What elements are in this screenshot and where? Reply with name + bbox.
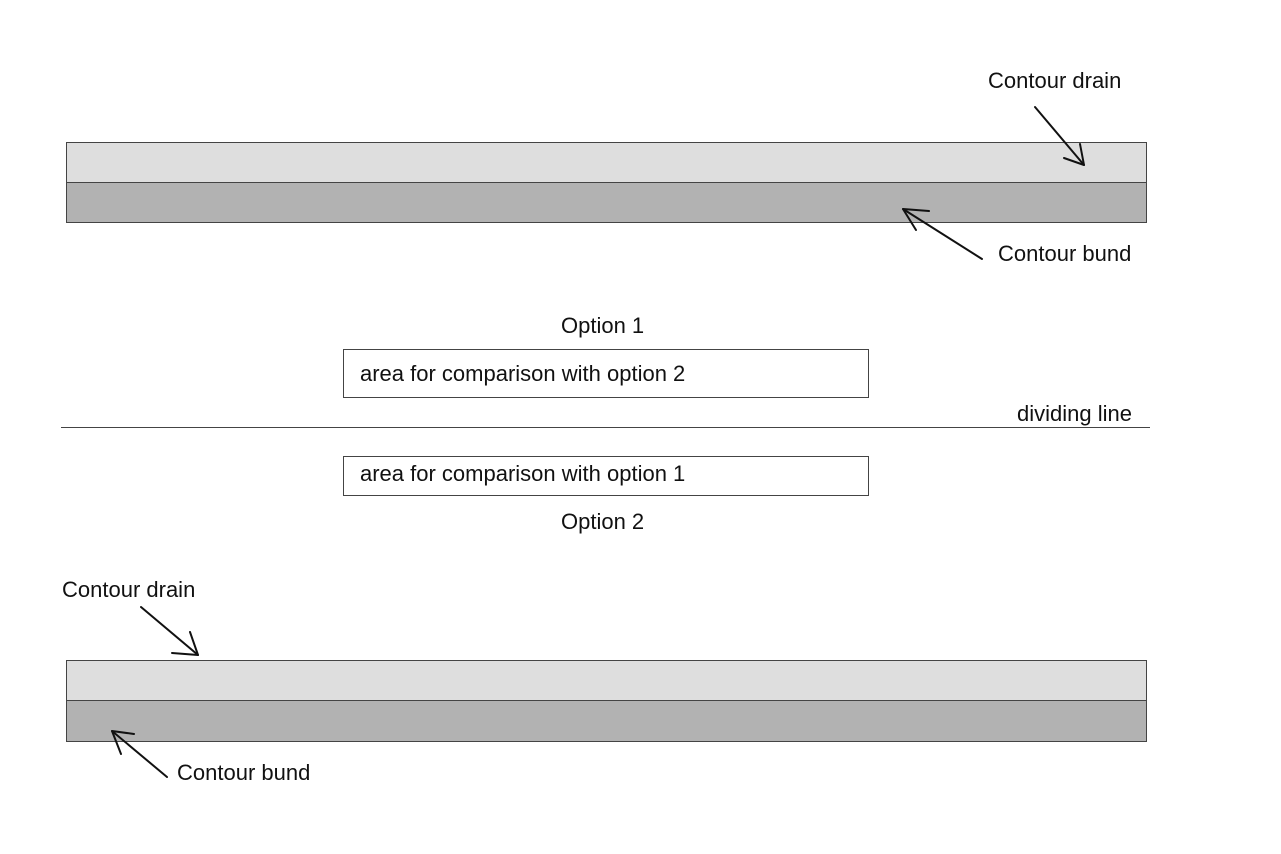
top-bund-label: Contour bund xyxy=(998,241,1132,266)
option1-title: Option 1 xyxy=(561,313,645,338)
bottom-bund-label: Contour bund xyxy=(177,760,311,785)
top-drain-label: Contour drain xyxy=(988,68,1122,93)
option1-box-text: area for comparison with option 2 xyxy=(360,361,686,386)
option1-comparison-box: area for comparison with option 2 xyxy=(343,349,869,398)
top-contour-drain xyxy=(66,142,1147,183)
bottom-contour-bund xyxy=(66,700,1147,742)
option2-box-text: area for comparison with option 1 xyxy=(360,461,686,486)
dividing-line xyxy=(61,427,1150,428)
option2-comparison-box: area for comparison with option 1 xyxy=(343,456,869,496)
bottom-drain-arrow xyxy=(140,606,199,656)
bottom-drain-label: Contour drain xyxy=(62,577,196,602)
top-contour-bund xyxy=(66,182,1147,223)
top-drain-arrow xyxy=(1034,106,1085,166)
dividing-line-label: dividing line xyxy=(1017,401,1132,426)
option2-title: Option 2 xyxy=(561,509,645,534)
top-bund-arrow xyxy=(902,208,983,260)
bottom-bund-arrow xyxy=(111,730,168,778)
